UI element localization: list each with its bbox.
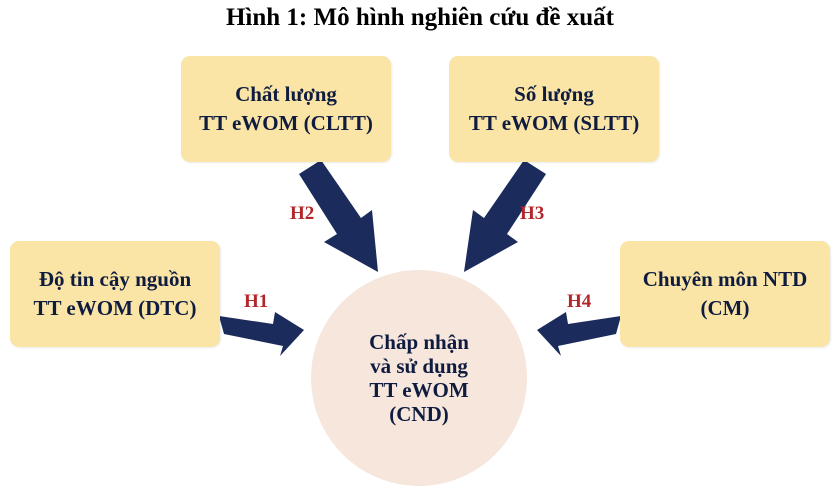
node-dtc: Độ tin cậy nguồn TT eWOM (DTC): [10, 241, 220, 347]
node-cm-line2: (CM): [700, 296, 750, 320]
node-cnd-line1: Chấp nhận: [369, 329, 469, 354]
node-cnd-line3: TT eWOM: [369, 378, 469, 402]
node-cm: Chuyên môn NTD (CM): [620, 241, 830, 347]
node-sltt-line1: Số lượng: [514, 81, 594, 106]
arrow-h2: [299, 160, 378, 272]
node-cnd-line2: và sử dụng: [370, 353, 468, 378]
node-cnd-line4: (CND): [389, 402, 449, 427]
arrow-h4: [537, 312, 621, 356]
hypothesis-label-h3: H3: [520, 203, 545, 224]
arrow-h1: [219, 312, 304, 356]
node-cm-line1: Chuyên môn NTD: [642, 266, 808, 291]
node-cltt-line1: Chất lượng: [235, 81, 337, 106]
arrow-h3: [464, 160, 546, 272]
node-dtc-line2: TT eWOM (DTC): [33, 296, 197, 320]
node-cltt: Chất lượng TT eWOM (CLTT): [181, 56, 391, 162]
node-sltt: Số lượng TT eWOM (SLTT): [449, 56, 659, 162]
node-cnd: Chấp nhận và sử dụng TT eWOM (CND): [311, 270, 527, 486]
diagram-title: Hình 1: Mô hình nghiên cứu đề xuất: [225, 4, 614, 31]
hypothesis-label-h1: H1: [244, 291, 269, 312]
node-dtc-line1: Độ tin cậy nguồn: [38, 266, 192, 291]
node-sltt-line2: TT eWOM (SLTT): [468, 111, 640, 135]
hypothesis-label-h2: H2: [290, 203, 315, 224]
node-cltt-line2: TT eWOM (CLTT): [199, 111, 373, 135]
hypothesis-label-h4: H4: [567, 291, 592, 312]
